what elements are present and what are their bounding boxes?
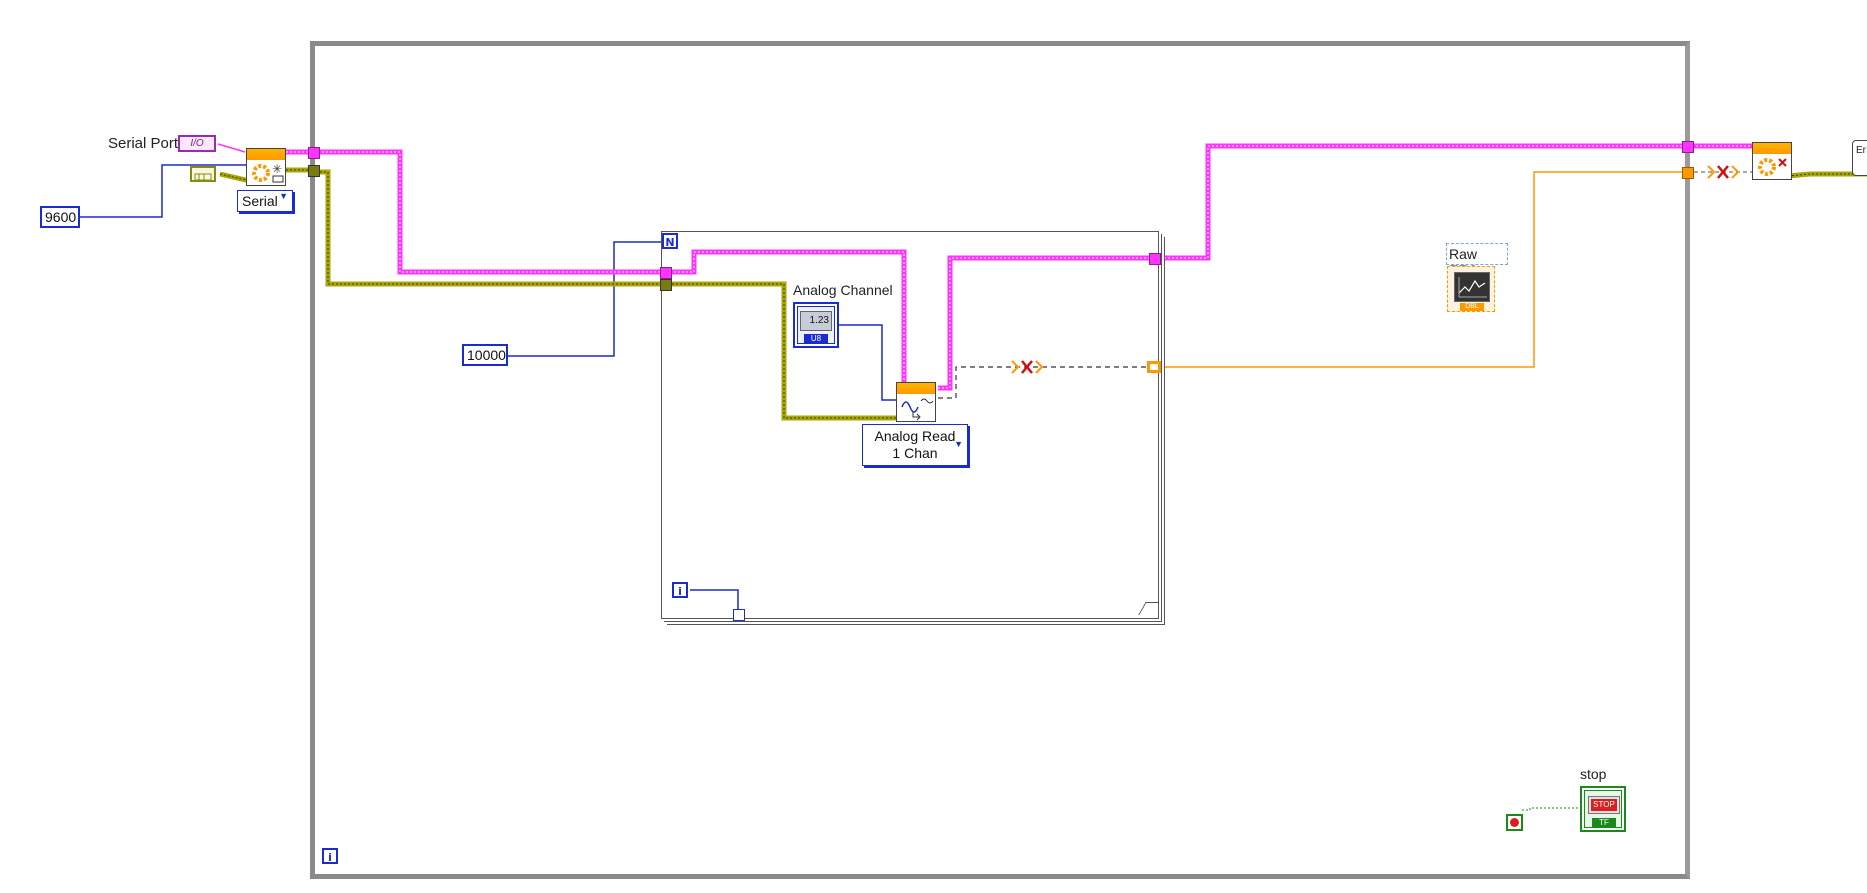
for-loop[interactable] bbox=[661, 231, 1159, 619]
stop-button-text: STOP bbox=[1591, 799, 1617, 811]
iteration-wire[interactable] bbox=[690, 589, 739, 612]
analog-read-vi[interactable] bbox=[896, 382, 936, 422]
error-in-constant[interactable] bbox=[190, 166, 216, 182]
visa-configure-icon: ✳ bbox=[252, 162, 284, 183]
serial-port-label: Serial Port bbox=[108, 135, 179, 152]
analog-read-icon bbox=[901, 398, 934, 421]
broken-error-marker bbox=[1707, 165, 1740, 179]
visa-configure-ring-label: Serial bbox=[242, 193, 278, 209]
while-loop-tunnel-visa-out[interactable] bbox=[1682, 141, 1694, 153]
while-loop[interactable] bbox=[310, 41, 1690, 879]
for-loop-iteration-terminal[interactable]: i bbox=[672, 582, 688, 598]
stop-button-terminal[interactable]: STOP TF bbox=[1580, 786, 1626, 832]
stop-button-icon: STOP bbox=[1588, 796, 1620, 814]
analog-read-ring[interactable]: Analog Read 1 Chan ▼ bbox=[862, 424, 968, 466]
while-loop-tunnel-error-in[interactable] bbox=[308, 165, 320, 177]
waveform-chart-icon bbox=[1454, 272, 1490, 302]
error-cluster-icon bbox=[194, 173, 212, 181]
while-loop-iteration-terminal[interactable]: i bbox=[322, 848, 338, 864]
analog-read-ring-line1: Analog Read bbox=[874, 428, 956, 444]
baud-wire[interactable] bbox=[66, 164, 248, 218]
for-loop-tunnel-visa-in[interactable] bbox=[660, 267, 672, 279]
dropdown-arrow-icon: ▼ bbox=[954, 439, 963, 449]
for-loop-tunnel-error-in[interactable] bbox=[660, 279, 672, 291]
raw-eeg-type: DBL bbox=[1460, 303, 1484, 311]
visa-close-vi[interactable] bbox=[1752, 142, 1792, 180]
broken-wire-marker bbox=[1011, 360, 1044, 374]
analog-channel-label: Analog Channel bbox=[793, 282, 893, 298]
for-loop-tunnel-visa-out[interactable] bbox=[1149, 253, 1161, 265]
raw-eeg-indicator[interactable]: DBL bbox=[1447, 266, 1495, 312]
visa-resource-wire[interactable] bbox=[217, 143, 1757, 391]
close-icon bbox=[1758, 158, 1787, 176]
visa-configure-ring[interactable]: Serial ▼ bbox=[237, 190, 293, 212]
error-out-partial-text: Er bbox=[1856, 145, 1866, 156]
analog-channel-indicator-text: 1.23 bbox=[809, 315, 829, 326]
while-loop-tunnel-dbl-out[interactable] bbox=[1682, 167, 1694, 179]
while-loop-tunnel-visa-in[interactable] bbox=[308, 147, 320, 159]
for-loop-tunnel-dbl-out[interactable] bbox=[1147, 361, 1161, 373]
for-loop-index-tunnel[interactable] bbox=[733, 609, 745, 621]
analog-read-ring-line2: 1 Chan bbox=[892, 445, 938, 461]
loop-count-constant[interactable]: 10000 bbox=[462, 344, 508, 366]
error-out-indicator[interactable]: Er bbox=[1852, 140, 1867, 176]
baud-rate-constant[interactable]: 9600 bbox=[40, 206, 80, 228]
stop-type: TF bbox=[1592, 818, 1616, 827]
svg-text:✳: ✳ bbox=[272, 162, 282, 176]
dbl-output-wire[interactable] bbox=[1158, 171, 1688, 368]
numeric-control-icon: 1.23 bbox=[800, 311, 832, 331]
stop-label: stop bbox=[1580, 766, 1607, 782]
visa-configure-vi[interactable]: ✳ bbox=[246, 148, 286, 186]
analog-channel-type: U8 bbox=[804, 334, 828, 343]
for-loop-count-terminal[interactable]: N bbox=[662, 233, 678, 249]
serial-port-constant-text: I/O bbox=[190, 138, 204, 149]
loop-conditional-terminal[interactable] bbox=[1506, 814, 1523, 831]
raw-eeg-label-box: Raw EEG bbox=[1446, 243, 1508, 278]
analog-channel-control[interactable]: 1.23 U8 bbox=[793, 302, 839, 348]
channel-wire[interactable] bbox=[838, 324, 904, 401]
dropdown-arrow-icon: ▼ bbox=[279, 191, 288, 201]
stop-wire[interactable] bbox=[1522, 807, 1580, 811]
stop-if-true-icon bbox=[1510, 818, 1519, 827]
serial-port-constant[interactable]: I/O bbox=[178, 135, 216, 152]
count-wire[interactable] bbox=[506, 241, 664, 357]
broken-wire[interactable] bbox=[938, 366, 1150, 399]
